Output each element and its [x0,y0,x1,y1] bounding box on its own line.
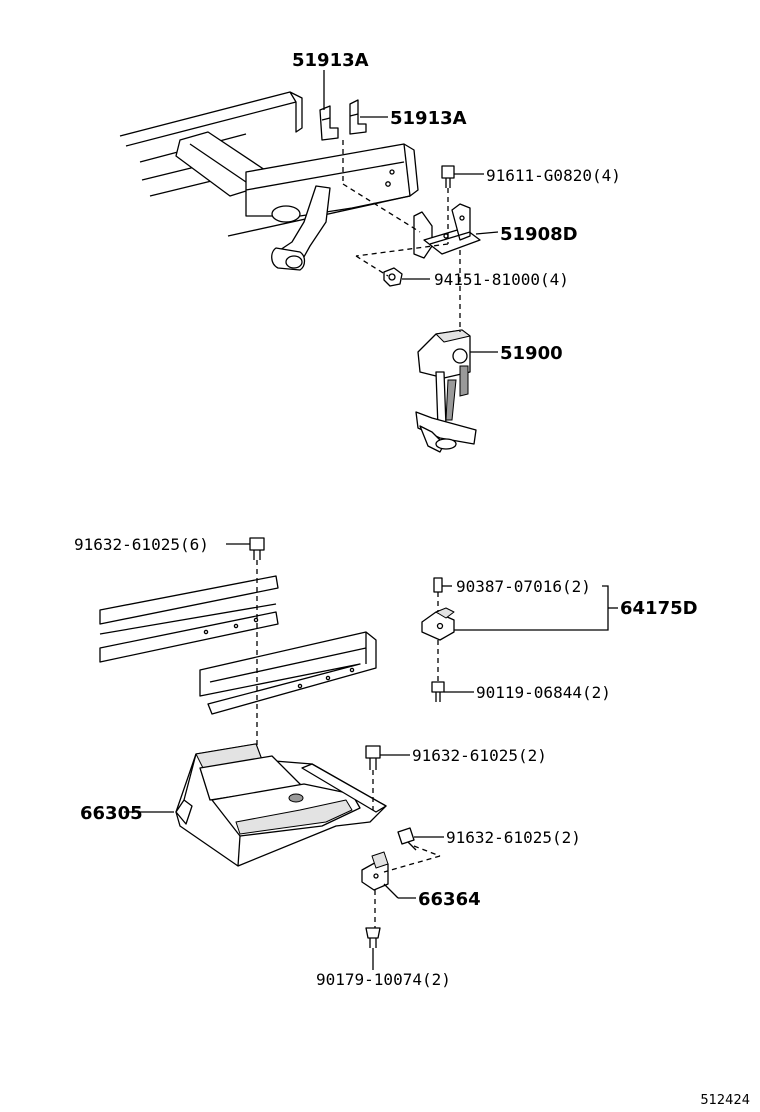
bracket-66364-drawing [361,851,389,891]
label-91632-61025-side[interactable]: 91632-61025(2) [446,828,581,847]
label-91611-g0820[interactable]: 91611-G0820(4) [486,166,621,185]
bolt-91632-mid-drawing [365,745,381,770]
label-91632-61025-mid[interactable]: 91632-61025(2) [412,746,547,765]
upper-assembly-lines [342,140,461,332]
part-labels: 51913A 51913A 91611-G0820(4) 51908D 9415… [74,50,750,1108]
bracket-64175d-drawing [421,577,455,702]
label-90179-10074[interactable]: 90179-10074(2) [316,970,451,989]
bolt-91632-side-drawing [397,827,417,851]
lower-frame-rails-drawing [99,575,377,715]
lower-assembly-lines [256,560,441,928]
bolt-91611-drawing [441,165,455,188]
upper-assembly [119,70,499,453]
label-91632-61025-top[interactable]: 91632-61025(6) [74,535,209,554]
frame-rail-drawing [119,91,419,271]
lower-leader-lines [124,543,618,970]
protector-66305-drawing [175,743,387,867]
label-66305[interactable]: 66305 [80,803,143,824]
label-51900[interactable]: 51900 [500,343,563,364]
label-51913a-side[interactable]: 51913A [390,108,467,129]
label-90387-07016[interactable]: 90387-07016(2) [456,577,591,596]
label-94151-81000[interactable]: 94151-81000(4) [434,270,569,289]
label-66364[interactable]: 66364 [418,889,481,910]
clip-90179-drawing [365,927,381,948]
carrier-51900-drawing [415,329,477,453]
bolt-91632-top-drawing [249,537,265,560]
bracket-51913a-drawing [319,99,367,141]
reference-number: 512424 [700,1093,750,1108]
bracket-51908d-drawing [413,203,481,259]
label-90119-06844[interactable]: 90119-06844(2) [476,683,611,702]
upper-leader-lines [323,70,499,353]
nut-94151-drawing [383,267,403,287]
label-64175d[interactable]: 64175D [620,598,698,619]
lower-assembly [99,537,618,970]
label-51908d[interactable]: 51908D [500,224,578,245]
label-51913a-top[interactable]: 51913A [292,50,369,71]
